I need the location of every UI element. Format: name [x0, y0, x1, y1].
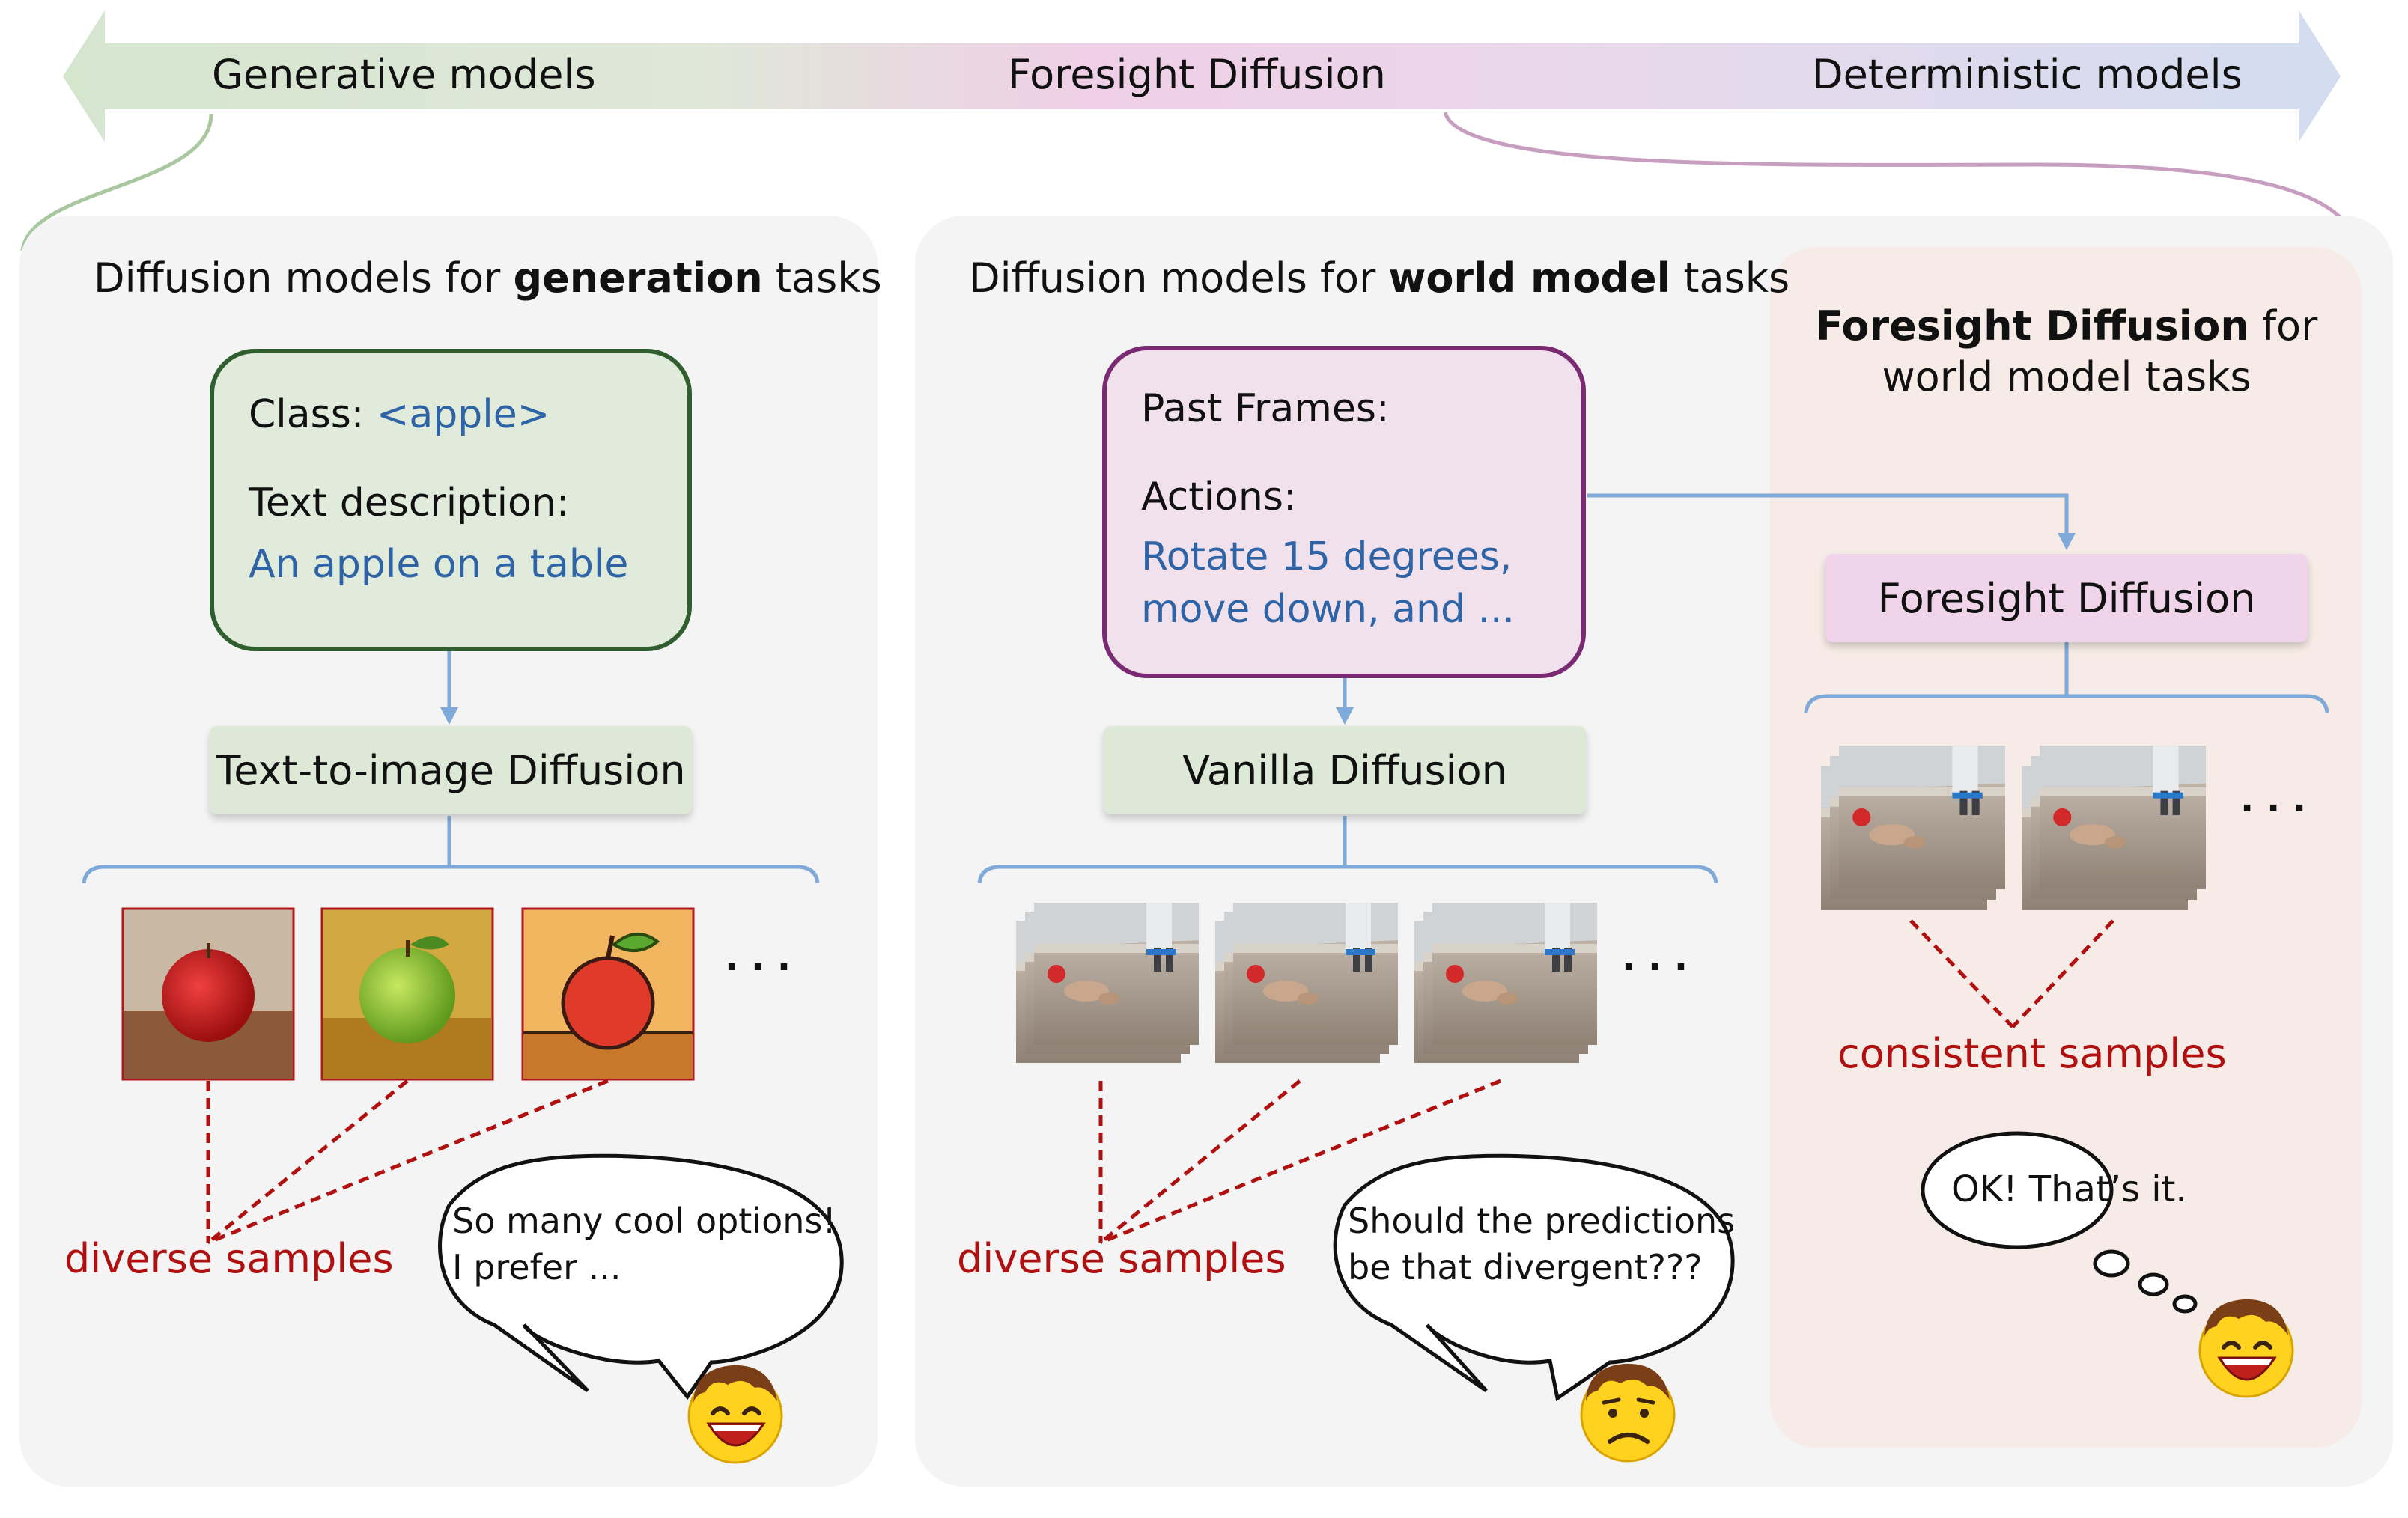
title-line-2: world model tasks: [1882, 353, 2252, 400]
foresight-diffusion-block: Foresight Diffusion: [1825, 554, 2308, 642]
sad-face-world: [1581, 1364, 1674, 1461]
panel-foresight-title: Foresight Diffusion for world model task…: [1816, 301, 2318, 403]
bubble-line-2: be that divergent???: [1348, 1247, 1703, 1287]
speech-bubble-world: [1333, 1153, 1735, 1402]
text-to-image-diffusion-block: Text-to-image Diffusion: [210, 726, 692, 814]
panel-generation-title: Diffusion models for generation tasks: [94, 254, 882, 302]
vanilla-diffusion-block: Vanilla Diffusion: [1104, 726, 1586, 814]
foresight-connector: [1443, 112, 2361, 259]
apple-sample-1: [121, 907, 295, 1081]
foresight-bubble-text: OK! That’s it.: [1951, 1166, 2187, 1213]
title-suffix: for: [2249, 302, 2318, 350]
world-ellipsis: · · ·: [1622, 946, 1688, 988]
generation-diverse-samples-label: diverse samples: [64, 1235, 394, 1282]
generative-connector: [20, 113, 213, 252]
bubble-line-1: So many cool options!: [452, 1201, 836, 1241]
panel-world-title: Diffusion models for world model tasks: [969, 254, 1790, 302]
bubble-line-1: Should the predictions: [1348, 1201, 1736, 1241]
class-line: Class: <apple>: [249, 392, 550, 437]
title-suffix: tasks: [1670, 254, 1790, 302]
class-value: <apple>: [376, 392, 550, 437]
spectrum-foresight-label: Foresight Diffusion: [1008, 51, 1386, 98]
spectrum-deterministic-label: Deterministic models: [1812, 51, 2243, 98]
actions-line-2: move down, and ...: [1141, 587, 1515, 632]
spectrum-arrow: [63, 10, 2341, 142]
speech-bubble-generation: [438, 1153, 844, 1400]
title-bold: generation: [513, 254, 763, 302]
generation-condition-box: [210, 349, 692, 651]
vanilla-sample-2: [1215, 903, 1398, 1063]
apple-sample-2: [320, 907, 494, 1081]
title-suffix: tasks: [762, 254, 882, 302]
happy-face-generation: [689, 1365, 782, 1463]
text-description-label: Text description:: [249, 481, 570, 525]
title-bold: Foresight Diffusion: [1815, 302, 2249, 350]
title-prefix: Diffusion models for: [94, 254, 514, 302]
actions-line-1: Rotate 15 degrees,: [1141, 534, 1512, 579]
happy-face-foresight: [2200, 1299, 2293, 1397]
apple-sample-3: [521, 907, 695, 1081]
foresight-ellipsis: · · ·: [2240, 787, 2307, 829]
spectrum-generative-label: Generative models: [212, 51, 596, 98]
world-condition-box: [1102, 346, 1586, 678]
actions-label: Actions:: [1141, 475, 1297, 519]
class-label: Class:: [249, 392, 377, 437]
title-bold: world model: [1388, 254, 1671, 302]
past-frames-label: Past Frames:: [1141, 386, 1390, 431]
world-diverse-samples-label: diverse samples: [957, 1235, 1286, 1282]
bubble-line-1: OK! That’s it.: [1951, 1168, 2187, 1210]
foresight-sample-2: [2022, 746, 2206, 910]
thought-bubble-foresight: [1921, 1131, 2198, 1314]
text-description-value: An apple on a table: [249, 542, 629, 587]
world-bubble-text: Should the predictions be that divergent…: [1348, 1198, 1735, 1290]
foresight-sample-1: [1821, 746, 2005, 910]
generation-ellipsis: · · ·: [725, 946, 791, 988]
consistent-samples-label: consistent samples: [1837, 1030, 2227, 1077]
vanilla-sample-3: [1414, 903, 1597, 1063]
title-prefix: Diffusion models for: [969, 254, 1389, 302]
vanilla-sample-1: [1016, 903, 1199, 1063]
bubble-line-2: I prefer ...: [452, 1247, 621, 1287]
generation-bubble-text: So many cool options! I prefer ...: [452, 1198, 836, 1290]
